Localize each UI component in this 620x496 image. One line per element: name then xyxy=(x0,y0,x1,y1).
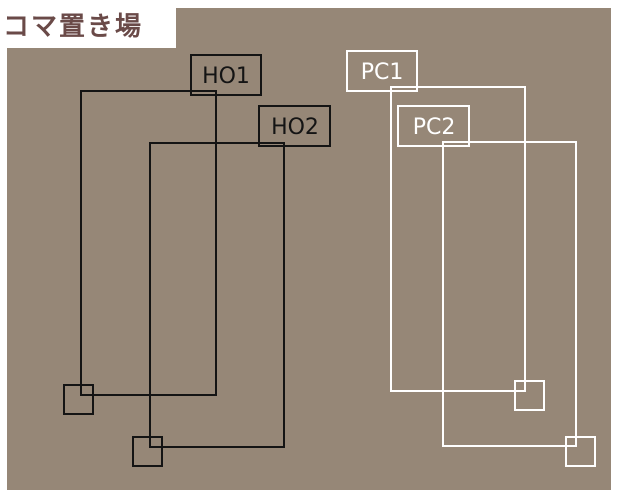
ho2-label: HO2 xyxy=(271,115,319,140)
pc2-label-box xyxy=(397,105,470,147)
ho2-handle-square[interactable] xyxy=(132,436,163,467)
ho1-handle-square[interactable] xyxy=(63,384,94,415)
ho1-label-box xyxy=(190,54,262,96)
pc1-handle-square[interactable] xyxy=(514,380,545,411)
board-area xyxy=(7,8,611,490)
pc1-label-box xyxy=(346,50,418,92)
ho-pieces xyxy=(63,54,331,467)
ho2-label-box xyxy=(258,105,331,147)
pc2-label: PC2 xyxy=(413,115,456,140)
title-tab: コマ置き場 xyxy=(0,0,176,48)
pc2-handle-square[interactable] xyxy=(565,436,596,467)
pc1-label: PC1 xyxy=(361,60,404,85)
pc1-piece-frame[interactable] xyxy=(390,86,526,392)
ho2-piece-frame[interactable] xyxy=(149,142,285,448)
pc-pieces xyxy=(346,50,596,467)
ho1-label: HO1 xyxy=(202,64,250,89)
ho1-piece-frame[interactable] xyxy=(80,90,217,396)
page-title: コマ置き場 xyxy=(3,12,144,42)
pc2-piece-frame[interactable] xyxy=(442,141,577,447)
